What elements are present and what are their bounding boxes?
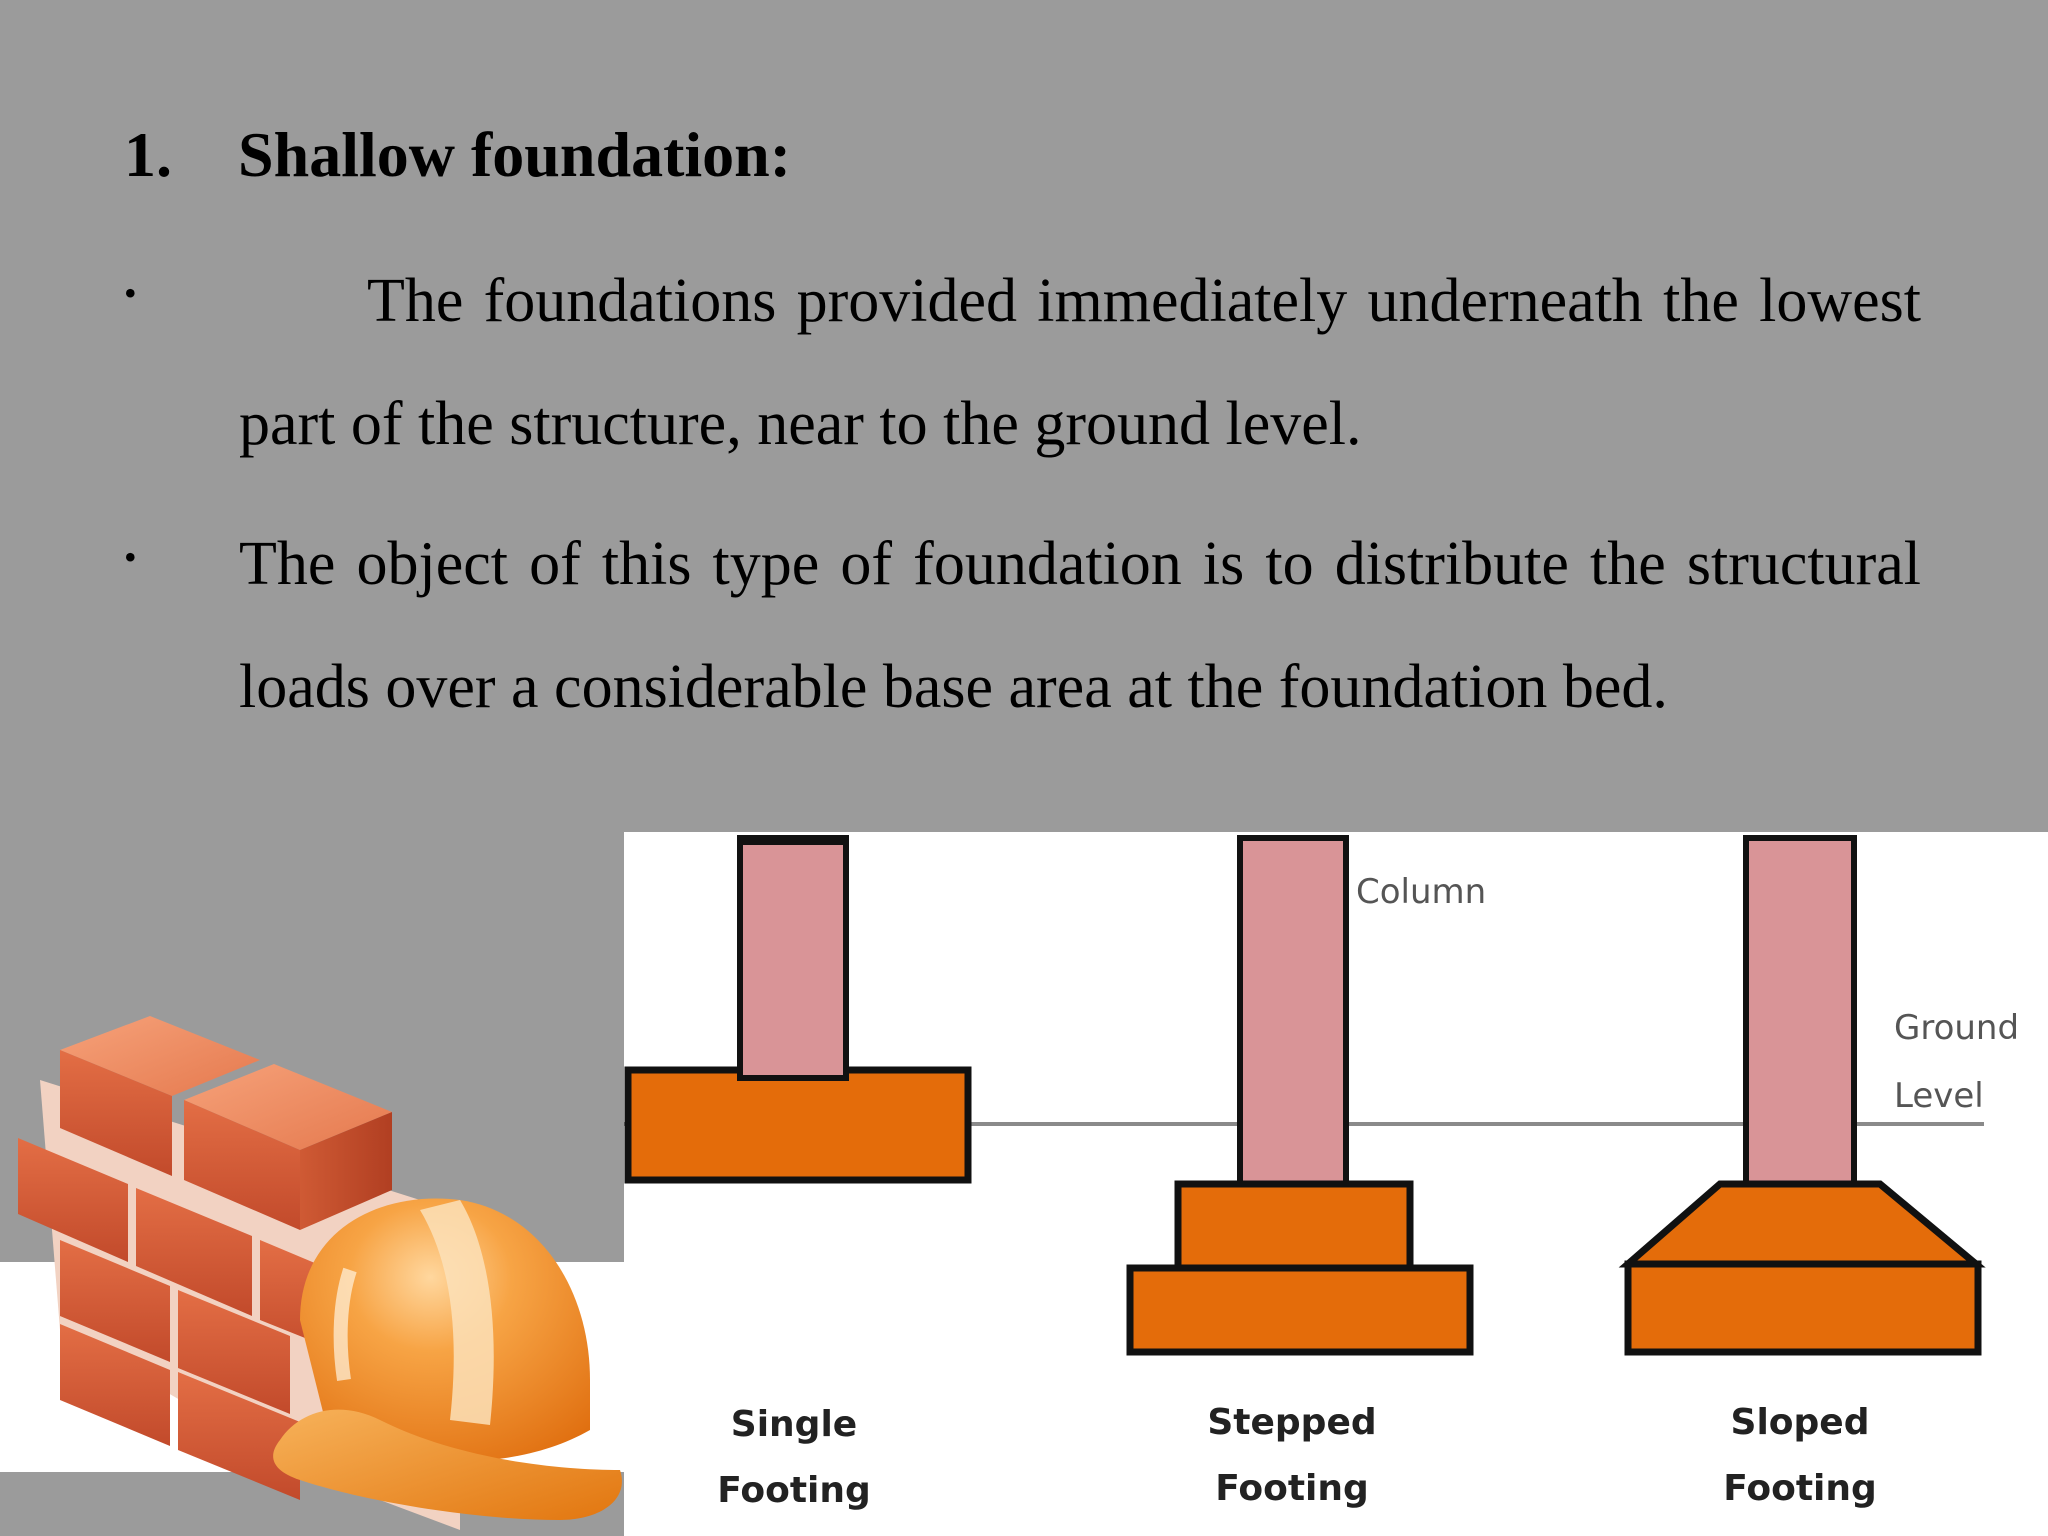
- ground-label-line2: Level: [1894, 1076, 1984, 1116]
- sloped-footing-base: [1624, 1260, 1982, 1356]
- single-footing-label: Single Footing: [694, 1392, 894, 1524]
- stepped-footing-label: Stepped Footing: [1192, 1390, 1392, 1522]
- bullet-symbol: •: [124, 273, 137, 313]
- ground-label-line1: Ground: [1894, 1008, 2020, 1048]
- footing-diagram-drawing: [624, 835, 1986, 1356]
- bullet-text: The object of this type of foundation is…: [239, 530, 1921, 721]
- sloped-footing-column: [1743, 835, 1857, 1187]
- slide-heading: 1. Shallow foundation:: [124, 118, 791, 192]
- stepped-footing-column: [1237, 835, 1349, 1187]
- footing-label-line1: Sloped: [1730, 1402, 1870, 1443]
- heading-number: 1.: [124, 119, 172, 190]
- bullet-text: The foundations provided immediately und…: [239, 267, 1921, 458]
- footing-label-line2: Footing: [717, 1470, 871, 1511]
- footing-label-line2: Footing: [1215, 1468, 1369, 1509]
- bullet-paragraph-1: The foundations provided immediately und…: [239, 240, 1921, 486]
- footing-label-line2: Footing: [1723, 1468, 1877, 1509]
- footing-label-line1: Single: [730, 1404, 858, 1445]
- stepped-footing-upper-step: [1174, 1180, 1414, 1272]
- bullet-paragraph-2: The object of this type of foundation is…: [239, 503, 1921, 749]
- footing-diagram: Column Ground Level Single Footing Stepp…: [624, 832, 2048, 1536]
- footing-label-line1: Stepped: [1207, 1402, 1377, 1443]
- sloped-footing-label: Sloped Footing: [1700, 1390, 1900, 1522]
- bullet-symbol: •: [124, 537, 137, 577]
- single-footing-base: [624, 1066, 972, 1184]
- sloped-footing-slope: [1618, 1180, 1986, 1268]
- hard-hat-icon: [273, 1198, 622, 1520]
- column-label: Column: [1356, 872, 1487, 912]
- construction-clipart: [18, 1016, 622, 1530]
- heading-text: Shallow foundation:: [238, 119, 792, 190]
- single-footing-column-front: [737, 839, 849, 1081]
- stepped-footing-lower-step: [1126, 1264, 1474, 1356]
